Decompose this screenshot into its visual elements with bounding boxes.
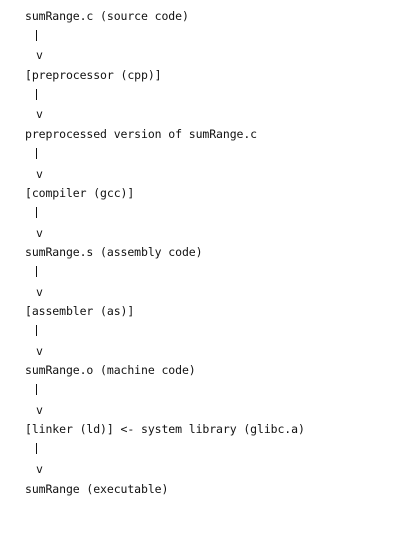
- arrow-head: v: [36, 48, 43, 63]
- step-compiler: [compiler (gcc)]: [25, 186, 135, 201]
- arrow-shaft: [25, 263, 410, 283]
- arrow-head: v: [36, 225, 43, 240]
- arrow-head: v: [36, 343, 43, 358]
- compilation-pipeline-diagram: sumRange.c (source code) v [preprocessor…: [25, 7, 410, 499]
- arrow-shaft: [25, 381, 410, 401]
- arrow-shaft: [25, 145, 410, 165]
- arrow-shaft: [25, 204, 410, 224]
- arrow-shaft: [25, 440, 410, 460]
- arrow-head: v: [36, 107, 43, 122]
- step-preprocessor: [preprocessor (cpp)]: [25, 68, 162, 83]
- arrow-shaft: [25, 322, 410, 342]
- step-linker: [linker (ld)] <- system library (glibc.a…: [25, 422, 305, 437]
- arrow-head: v: [36, 166, 43, 181]
- step-machine-code: sumRange.o (machine code): [25, 363, 196, 378]
- arrow-shaft: [25, 86, 410, 106]
- step-preprocessed-source: preprocessed version of sumRange.c: [25, 127, 258, 142]
- arrow-head: v: [36, 461, 43, 476]
- step-assembly-code: sumRange.s (assembly code): [25, 245, 203, 260]
- step-source-code: sumRange.c (source code): [25, 9, 189, 23]
- arrow-head: v: [36, 402, 43, 417]
- step-executable: sumRange (executable): [25, 481, 169, 496]
- arrow-shaft: [25, 27, 410, 47]
- arrow-head: v: [36, 284, 43, 299]
- step-assembler: [assembler (as)]: [25, 304, 135, 319]
